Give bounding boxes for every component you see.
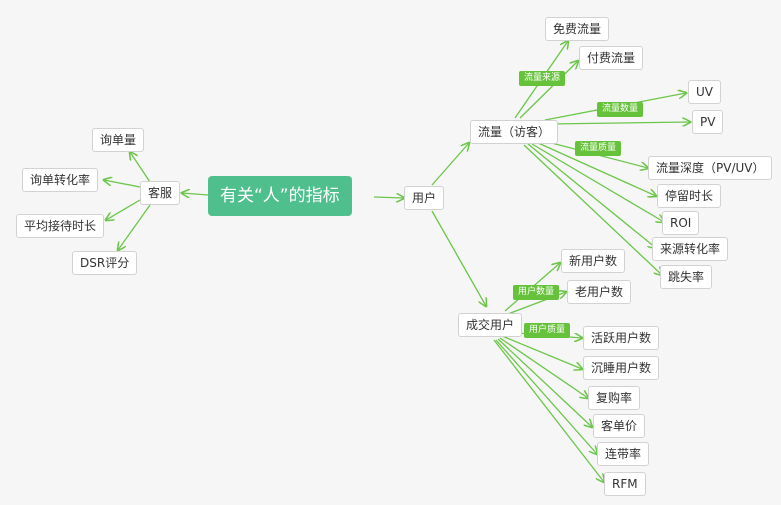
edge-traffic-pv [549, 122, 690, 124]
node-avg-order-value[interactable]: 客单价 [593, 414, 646, 438]
node-roi[interactable]: ROI [662, 211, 700, 235]
node-traffic-depth[interactable]: 流量深度（PV/UV） [648, 156, 773, 180]
node-buyers[interactable]: 成交用户 [458, 313, 523, 337]
edge-buyer-attach [495, 339, 597, 454]
edge-root-user [373, 197, 404, 198]
edge-service-3 [106, 199, 141, 220]
node-pv[interactable]: PV [692, 110, 724, 134]
edge-traffic-stay [535, 141, 656, 196]
node-source-conversion[interactable]: 来源转化率 [652, 237, 729, 261]
node-rfm[interactable]: RFM [604, 472, 646, 496]
edge-traffic-bounce [523, 144, 662, 275]
node-free-traffic[interactable]: 免费流量 [545, 17, 610, 41]
edge-root-service [182, 193, 209, 195]
tag-traffic-quality: 流量质量 [575, 141, 622, 156]
tag-buyer-quantity: 用户数量 [513, 285, 560, 300]
edge-user-buyer [431, 210, 486, 306]
node-traffic[interactable]: 流量（访客） [470, 120, 559, 144]
node-user[interactable]: 用户 [404, 186, 445, 210]
node-inquiry-conversion[interactable]: 询单转化率 [22, 168, 99, 192]
tag-traffic-quantity: 流量数量 [597, 102, 644, 117]
edge-traffic-conv [527, 143, 656, 248]
edge-traffic-roi [531, 143, 664, 222]
node-stay-duration[interactable]: 停留时长 [657, 184, 722, 208]
edge-buyer-rfm [493, 339, 604, 482]
edge-buyer-sleep [501, 335, 582, 369]
node-repurchase-rate[interactable]: 复购率 [588, 386, 641, 410]
edge-buyer-repurchase [499, 337, 588, 398]
node-sleeping-users[interactable]: 沉睡用户数 [583, 356, 660, 380]
edge-service-4 [118, 204, 151, 250]
node-bounce-rate[interactable]: 跳失率 [660, 265, 713, 289]
node-customer-service[interactable]: 客服 [140, 181, 181, 205]
node-dsr-score[interactable]: DSR评分 [72, 251, 138, 275]
node-paid-traffic[interactable]: 付费流量 [579, 46, 644, 70]
node-active-users[interactable]: 活跃用户数 [583, 326, 660, 350]
tag-traffic-source: 流量来源 [519, 71, 566, 86]
node-old-users[interactable]: 老用户数 [567, 280, 632, 304]
edge-buyer-aov [497, 338, 592, 427]
edge-service-2 [104, 180, 141, 188]
node-inquiry-volume[interactable]: 询单量 [92, 128, 145, 152]
edge-user-traffic [431, 143, 469, 186]
tag-buyer-quality: 用户质量 [524, 323, 571, 338]
node-new-users[interactable]: 新用户数 [561, 249, 626, 273]
root-node[interactable]: 有关“人”的指标 [208, 176, 352, 216]
node-uv[interactable]: UV [688, 80, 721, 104]
edge-service-1 [130, 152, 151, 183]
edge-traffic-paid [519, 61, 578, 119]
node-attach-rate[interactable]: 连带率 [597, 442, 650, 466]
node-avg-reception-time[interactable]: 平均接待时长 [16, 214, 105, 238]
